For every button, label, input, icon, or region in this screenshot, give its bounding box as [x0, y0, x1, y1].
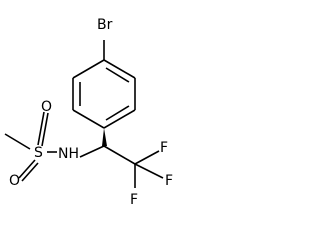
bond-s-o-bottom-b [21, 162, 39, 182]
atom-oxygen-bottom: O [9, 173, 20, 189]
bond-c-f-top [134, 150, 160, 165]
bond-c-n [79, 145, 105, 158]
chemical-structure: Br O S NH O F F F [4, 17, 173, 208]
bond-c-f-right [134, 163, 164, 179]
bond-s-o-bottom-a [18, 159, 36, 179]
atom-oxygen-top: O [41, 99, 52, 115]
atom-sulfur: S [34, 145, 43, 161]
bond-s-o-top-b [41, 112, 49, 147]
atom-fluorine-top: F [160, 140, 168, 156]
atom-fluorine-bottom: F [130, 192, 138, 208]
ring-inner-bond-1 [105, 67, 130, 83]
ring-bond-4 [72, 109, 105, 129]
bond-s-methyl [4, 133, 31, 150]
ring-inner-bond-2 [105, 105, 130, 121]
atom-nitrogen-h: NH [58, 146, 79, 162]
bond-c-cf3 [103, 145, 136, 165]
ring-bond-1 [103, 59, 136, 79]
ring-bond-6 [72, 59, 105, 79]
atom-bromine: Br [97, 17, 113, 33]
bond-s-o-top-a [37, 111, 45, 146]
atom-fluorine-right: F [165, 173, 173, 189]
ring-bond-3 [103, 109, 136, 129]
stereo-wedge-bond [102, 128, 107, 146]
